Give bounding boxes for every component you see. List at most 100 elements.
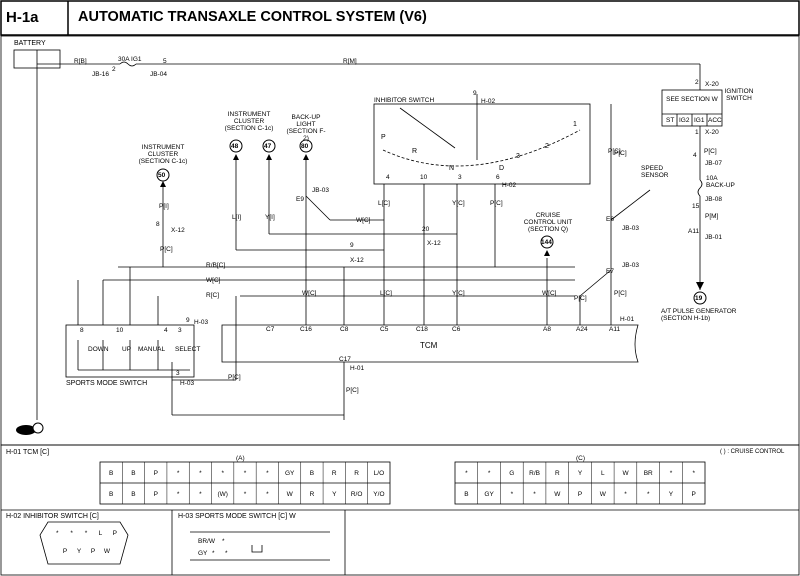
h01-a-pin-cell: * [243, 491, 247, 498]
wire-y-i: Y[I] [265, 214, 275, 221]
tcm-pin-c16: C16 [300, 326, 312, 333]
tcm-pin-c17: C17 [339, 356, 351, 363]
header-frame [0, 0, 800, 36]
h01-c-pin-cell: P [577, 491, 583, 498]
sms-down: DOWN [88, 346, 109, 353]
h01-a-pin-cell: B [108, 491, 114, 498]
h01-a-pin-cell: R/O [350, 491, 363, 498]
backup-light-title: BACK-UP LIGHT (SECTION F-2) [286, 114, 326, 142]
instr-cluster-50-title: INSTRUMENT CLUSTER (SECTION C-1c) [138, 144, 188, 165]
h03-row2-a: GY [198, 550, 208, 557]
inh-pos-n: N [449, 165, 455, 172]
h01-a-pin-cell: B [131, 470, 136, 477]
arrow-48 [233, 154, 239, 160]
wire-p-c-bottom: P[C] [346, 387, 359, 394]
h02-pin-cell: W [103, 548, 111, 555]
h01-c-pin-cell: * [465, 470, 468, 477]
h01-a-pin-cell: B [131, 491, 136, 498]
h03-row1-b: * [222, 538, 225, 545]
tcm-pin-c6: C6 [452, 326, 461, 333]
h03-row2-c: * [225, 550, 228, 557]
fuse-10a-label: 10A BACK-UP [706, 175, 735, 189]
inh-pos-d: D [499, 165, 505, 172]
wire-p-c-inh: P[C] [490, 200, 503, 207]
h01-c-pin-cell: P [691, 491, 696, 498]
section-code: H-1a [6, 9, 39, 26]
jb16-label: JB-16 [92, 71, 109, 78]
wire-p-c-a11: P[C] [614, 290, 627, 297]
h01-a-pin-cell: W [286, 491, 293, 498]
jb08-label: JB-08 [705, 196, 722, 203]
ref-80: 80 [301, 143, 309, 150]
sms-select: SELECT [175, 346, 201, 353]
sms-pin-9: 9 [186, 317, 190, 324]
h01-c-pin-cell: Y [668, 491, 674, 498]
ref-47: 47 [264, 143, 272, 150]
h01-a-pin-cell: * [243, 470, 247, 477]
ref-19: 19 [695, 295, 703, 302]
h01-a-pin-cell: * [176, 491, 180, 498]
ref-50: 50 [158, 172, 166, 179]
h01-c-pin-cell: GY [484, 491, 494, 498]
h01-a-pin-cell: P [153, 491, 158, 498]
sports-mode-switch-title: SPORTS MODE SWITCH [66, 380, 148, 387]
jb03-left-label: JB-03 [312, 187, 329, 194]
arrow-19 [696, 282, 704, 290]
wire-p-c-right: P[C] [704, 148, 717, 155]
ign-pos-acc: ACC [708, 117, 722, 124]
wire-w-c: W[C] [206, 277, 221, 284]
jb08-pin: 15 [692, 203, 700, 210]
wire-battery-out: R[B] [74, 58, 87, 65]
h01-a-pin-cell: * [199, 491, 202, 498]
x20-top-label: X-20 [705, 81, 719, 88]
h02-inh-label: H-02 [502, 182, 517, 189]
wire-w-c-mid: W[C] [356, 217, 371, 224]
tcm-pin-c5: C5 [380, 326, 389, 333]
x12-b-label: X-12 [350, 257, 364, 264]
h01-a-pin-cell: (W) [217, 491, 228, 498]
x12-c-label: X-12 [427, 240, 441, 247]
inhibitor-switch-title: INHIBITOR SWITCH [374, 97, 435, 104]
fuse-pin-left: 2 [112, 66, 116, 73]
e6-label: E6 [606, 216, 614, 223]
jb01-label: JB-01 [705, 234, 722, 241]
h03-top-label: H-03 [194, 319, 209, 326]
h01-a-pin-cell: GY [284, 470, 295, 477]
wire-top-run: R[M] [343, 58, 357, 65]
wire-p-c-instr: P[C] [160, 246, 173, 253]
h01-a-pin-cell: * [221, 470, 224, 477]
wire-p-c-a24: P[C] [574, 295, 587, 302]
jb01-pin: A11 [688, 228, 700, 235]
h01-c-pin-cell: W [554, 491, 561, 498]
tcm-pin-c7: C7 [266, 326, 275, 333]
e7-label: E7 [606, 268, 614, 275]
ignition-switch-title: IGNITION SWITCH [724, 88, 754, 102]
h01-a-pin-cell: Y/O [373, 491, 385, 498]
wire-y-c-low: Y[C] [452, 290, 465, 297]
x12-c-pin: 20 [422, 226, 430, 233]
wire-w-c-cruise: W[C] [542, 290, 557, 297]
ground-label: G [35, 425, 41, 432]
h01-c-pin-cell: * [487, 470, 491, 477]
h01-a-pin-cell: R [309, 491, 315, 498]
h02-top-label: H-02 [481, 98, 496, 105]
h01-tcm-label: H-01 [620, 316, 635, 323]
h01-sub-c: (C) [576, 455, 586, 462]
fuse-10a-symbol [697, 179, 703, 197]
ref-48: 48 [231, 143, 239, 150]
sms-pin-8: 8 [80, 327, 84, 334]
inh-pos-r: R [412, 148, 418, 155]
ground-symbol [16, 422, 44, 435]
tcm-pin-c8: C8 [340, 326, 349, 333]
ign-pos-ig1: IG1 [694, 117, 705, 124]
page-title: AUTOMATIC TRANSAXLE CONTROL SYSTEM (V6) [78, 9, 427, 25]
sms-pin-3: 3 [178, 327, 182, 334]
jb03-e6-label: JB-03 [622, 225, 639, 232]
h03-connector-shape [190, 531, 330, 561]
jb03-e7-label: JB-03 [622, 262, 639, 269]
sms-up: UP [122, 346, 132, 353]
